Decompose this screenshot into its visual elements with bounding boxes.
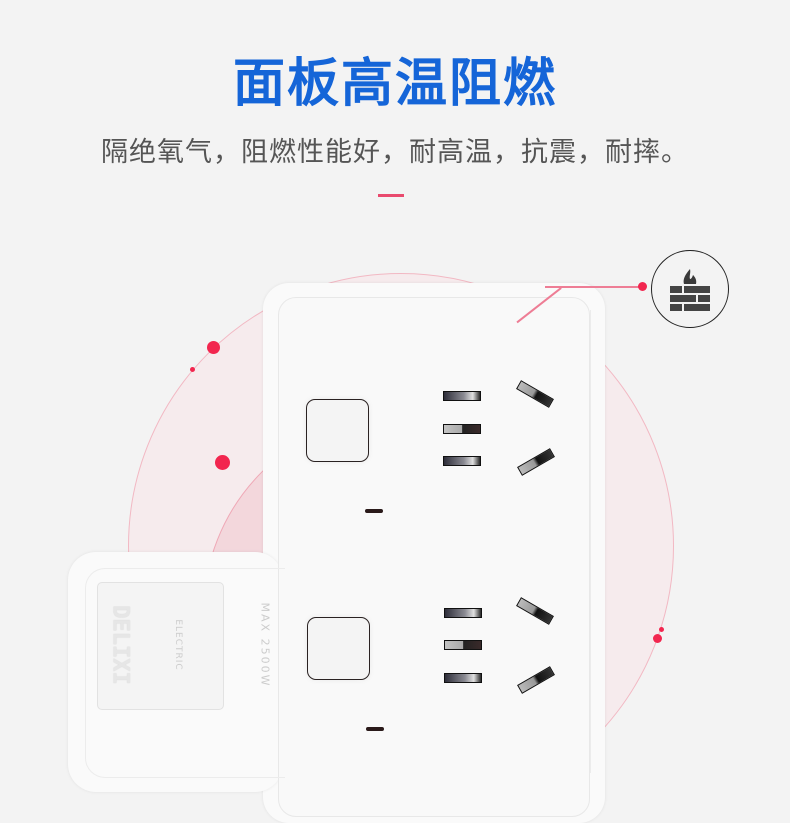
decorative-dot: [653, 634, 662, 643]
brand-subtext: ELECTRIC: [173, 619, 183, 671]
decorative-dot: [207, 341, 220, 354]
decorative-dot: [215, 455, 230, 470]
socket-slot: [443, 391, 481, 401]
socket-slot: [444, 608, 482, 618]
socket-slot: [444, 673, 482, 683]
socket-slot: [444, 640, 482, 650]
callout-line: [545, 286, 643, 288]
socket-slot: [443, 424, 481, 434]
accent-divider: [378, 194, 404, 197]
page-subtitle: 隔绝氧气，阻燃性能好，耐高温，抗震，耐摔。: [101, 137, 689, 168]
power-strip-panel: [278, 297, 590, 817]
indicator-led-2: [366, 727, 384, 731]
brand-logo: DELIXI: [107, 605, 133, 685]
socket-switch-1[interactable]: [306, 399, 369, 462]
socket-slot: [443, 456, 481, 466]
socket-switch-2[interactable]: [307, 617, 370, 680]
page-title: 面板高温阻燃: [232, 54, 557, 114]
decorative-dot: [190, 367, 195, 372]
flame-brick-wall-icon: [651, 250, 729, 328]
indicator-led-1: [365, 509, 383, 513]
decorative-dot: [659, 627, 664, 632]
side-rail: [590, 310, 605, 773]
brand-plate: [97, 582, 224, 710]
power-rating: MAX 2500W: [258, 602, 272, 688]
callout-dot: [638, 282, 647, 291]
